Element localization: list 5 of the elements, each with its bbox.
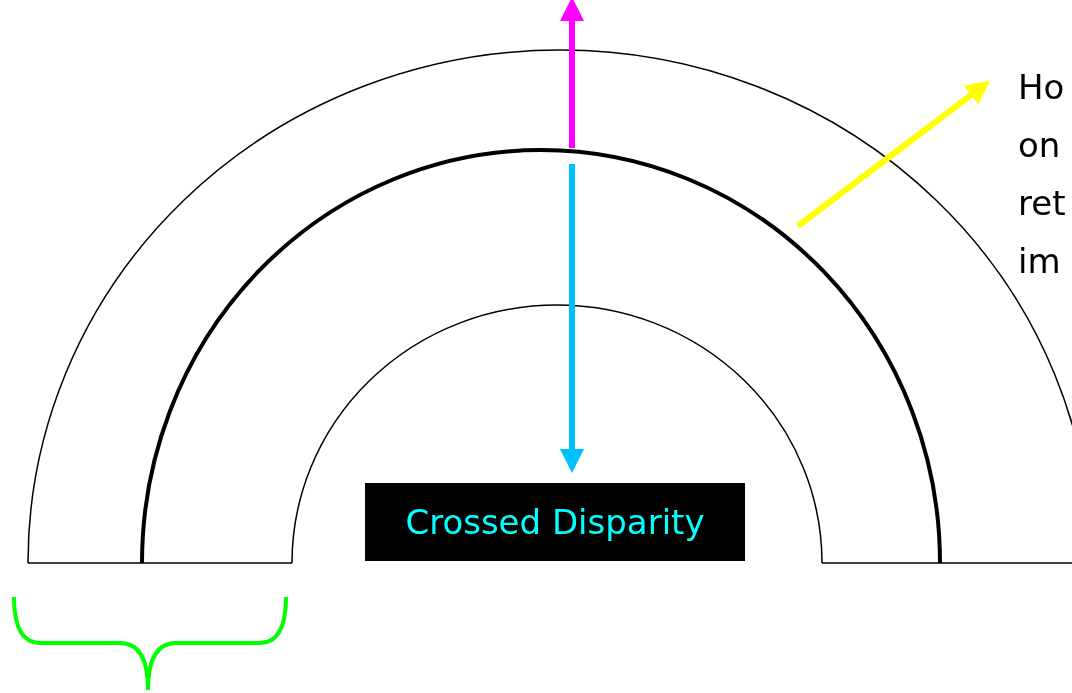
- horopter-arc: [140, 148, 942, 564]
- annotation-text: Ho on ret im: [1018, 58, 1066, 290]
- arrow: [560, 164, 584, 473]
- arrow: [796, 80, 991, 229]
- arrow: [560, 0, 584, 148]
